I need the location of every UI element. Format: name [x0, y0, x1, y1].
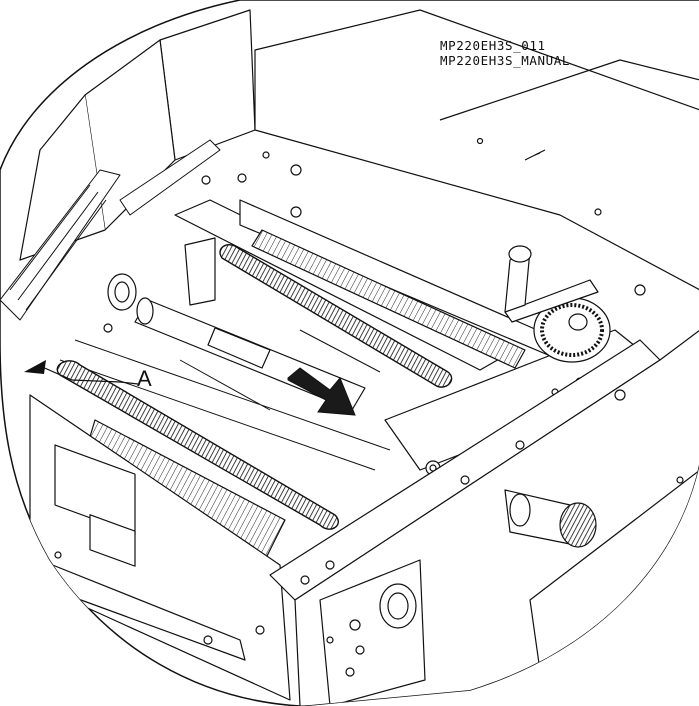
lower-bracket	[319, 559, 426, 706]
handwheel-dial	[504, 245, 611, 363]
side-shaft-knob	[504, 489, 597, 548]
label-plate-lower	[89, 514, 136, 567]
callout-label-a: A	[137, 366, 152, 391]
upper-right-cover	[254, 9, 699, 291]
dark-knurled-roller	[219, 244, 453, 388]
drawing-code-line: MP220EH3S_011	[440, 38, 546, 53]
rear-ribbed-roller	[251, 229, 526, 369]
callout-arrowhead	[24, 360, 46, 374]
callout-leader	[39, 365, 139, 385]
front-dark-roller	[56, 360, 339, 530]
direction-arrow	[287, 367, 356, 416]
drawing-codes: MP220EH3S_011 MP220EH3S_MANUAL	[440, 38, 570, 68]
left-chain	[0, 139, 221, 321]
drawing-code-line: MP220EH3S_MANUAL	[440, 53, 571, 68]
